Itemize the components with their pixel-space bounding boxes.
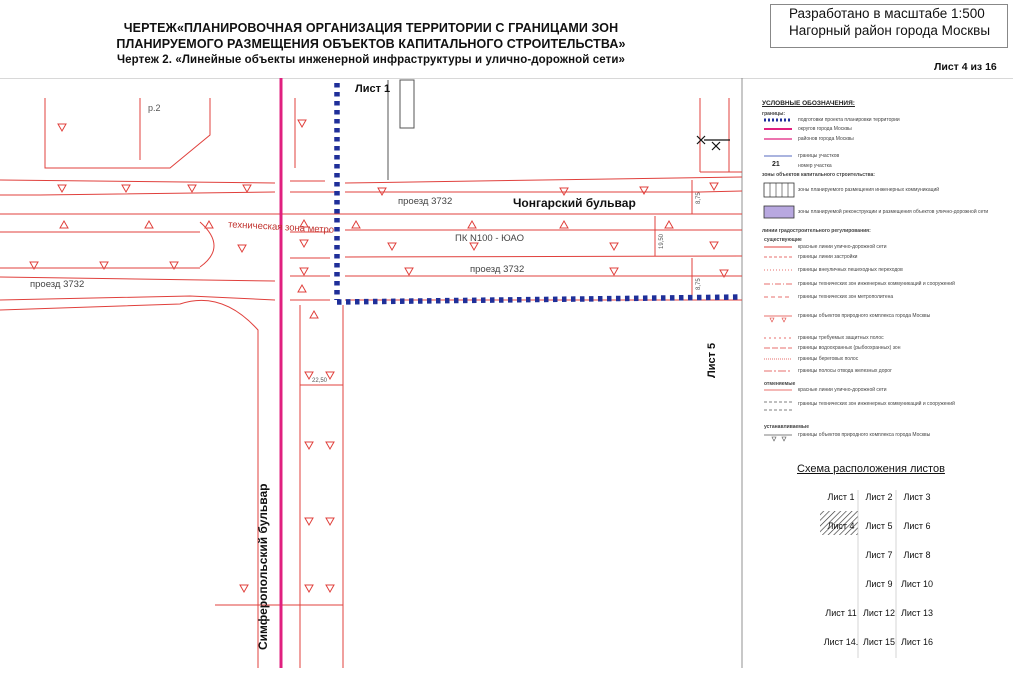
legend-item-lot-boundary: границы участков: [798, 153, 840, 159]
drawing-title-line2: ПЛАНИРУЕМОГО РАЗМЕЩЕНИЯ ОБЪЕКТОВ КАПИТАЛ…: [116, 37, 626, 51]
legend-item-railway: границы полосы отвода железных дорог: [798, 368, 892, 374]
legend-item-tech-cancelled: границы технических зон инженерных комму…: [798, 401, 955, 407]
scheme-sheet-2: Лист 2: [865, 492, 893, 502]
sheet1-label: Лист 1: [355, 83, 391, 95]
legend-item-nature-established: границы объектов природного комплекса го…: [798, 432, 931, 438]
legend-lot-number-sample: 21: [772, 161, 780, 168]
legend-group-existing: существующие: [764, 237, 802, 243]
scheme-sheet-15: Лист 15: [862, 637, 896, 647]
pk-label: ПК N100 - ЮАО: [455, 233, 524, 244]
district-text: Нагорный район города Москвы: [789, 23, 991, 38]
legend-item-nature: границы объектов природного комплекса го…: [798, 313, 931, 319]
legend-item-pedestrian: границы внеуличных пешеходных переходов: [798, 267, 903, 273]
scheme-sheet-13: Лист 13: [900, 608, 934, 618]
legend-item-boundary-district: районов города Москвы: [798, 136, 854, 142]
legend-swatches: [763, 118, 795, 442]
dimension-right: 19,50: [659, 233, 665, 249]
proezd-lower-label: проезд 3732: [470, 264, 525, 275]
scheme-sheet-16: Лист 16: [900, 637, 934, 647]
legend-item-red-lines-cancelled: красные линии улично-дорожной сети: [798, 387, 887, 393]
legend-item-boundary-project: подготовки проекта планировки территории: [798, 117, 900, 123]
lot-label: р.2: [148, 103, 161, 113]
scheme-grid: [820, 490, 897, 658]
legend-group-regulation: линии градостроительного регулирования:: [762, 228, 871, 234]
legend-group-boundaries: границы:: [762, 111, 786, 117]
proezd-left-label: проезд 3732: [30, 279, 85, 290]
scheme-title: Схема расположения листов: [797, 463, 945, 475]
scheme-sheet-5: Лист 5: [865, 521, 893, 531]
scheme-sheet-12: Лист 12: [862, 608, 896, 618]
legend-item-boundary-okrug: округов города Москвы: [798, 126, 852, 132]
proezd-upper-label: проезд 3732: [398, 196, 453, 207]
scale-stamp: Разработано в масштабе 1:500 Нагорный ра…: [770, 4, 1008, 48]
legend-item-metro-zones: границы технических зон метрополитена: [798, 294, 894, 300]
legend-panel: УСЛОВНЫЕ ОБОЗНАЧЕНИЯ: границы: подготовк…: [742, 84, 1012, 466]
scheme-sheet-3: Лист 3: [903, 492, 931, 502]
scheme-sheet-14: Лист 14.: [823, 637, 859, 647]
drawing-title-line1: ЧЕРТЕЖ«ПЛАНИРОВОЧНАЯ ОРГАНИЗАЦИЯ ТЕРРИТО…: [123, 21, 619, 35]
scheme-sheet-11: Лист 11: [825, 608, 857, 618]
street-chongar-label: Чонгарский бульвар: [513, 196, 636, 210]
legend-group-capital: зоны объектов капитального строительства…: [762, 172, 875, 178]
scheme-sheet-6: Лист 6: [903, 521, 931, 531]
dimension-top: 8,75: [696, 192, 702, 204]
legend-item-red-lines: красные линии улично-дорожной сети: [798, 244, 887, 250]
scheme-sheet-4: Лист 4: [827, 521, 855, 531]
legend-item-protective: границы требуемых защитных полос: [798, 335, 884, 341]
legend-group-established: устанавливаемые: [764, 424, 809, 430]
sheet-number: Лист 4 из 16: [934, 61, 997, 73]
legend-item-shore: границы береговых полос: [798, 356, 859, 362]
map-drawing: [0, 78, 1013, 668]
scheme-sheet-9: Лист 9: [865, 579, 893, 589]
legend-item-road-zone: зоны планируемой реконструкции и размеще…: [798, 209, 989, 215]
scale-text: Разработано в масштабе 1:500: [789, 6, 985, 21]
drawing-subtitle: Чертеж 2. «Линейные объекты инженерной и…: [117, 54, 625, 66]
legend-item-lot-number: номер участка: [798, 163, 832, 169]
dimension-bottom: 8,75: [696, 278, 702, 290]
scheme-sheet-1: Лист 1: [827, 492, 855, 502]
scheme-sheet-7: Лист 7: [865, 550, 893, 560]
dimension-left: 22,50: [312, 378, 328, 384]
scheme-sheet-10: Лист 10: [900, 579, 934, 589]
legend-item-water: границы водоохранных (рыбоохранных) зон: [798, 345, 901, 351]
scheme-sheet-8: Лист 8: [903, 550, 931, 560]
street-simferopol-label: Симферопольский бульвар: [256, 483, 270, 650]
legend-item-tech-zones: границы технических зон инженерных комму…: [798, 281, 955, 287]
legend-group-cancelled: отменяемые: [764, 381, 796, 387]
sheet5-label: Лист 5: [706, 342, 718, 378]
legend-item-building-line: границы линии застройки: [798, 254, 858, 260]
legend-title: УСЛОВНЫЕ ОБОЗНАЧЕНИЯ:: [762, 100, 855, 107]
legend-item-engineering-zone: зоны планируемого размещения инженерных …: [798, 187, 940, 193]
